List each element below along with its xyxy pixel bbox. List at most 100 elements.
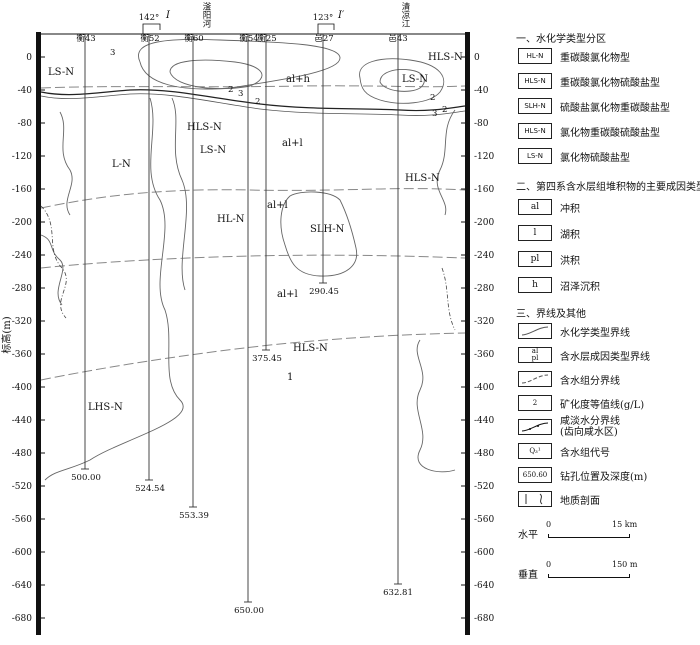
borehole-depth: 553.39 [179, 511, 209, 521]
legend-label: 重碳酸氯化物硫酸盐型 [560, 77, 660, 89]
borehole-name: 衡60 [184, 33, 203, 44]
right-section-mark: I′ [337, 10, 345, 21]
section-brackets [142, 23, 335, 34]
legend-label: 咸淡水分界线(齿向咸水区) [560, 416, 620, 438]
y-tick-label: -360 [12, 350, 32, 360]
legend-swatch [518, 371, 552, 387]
legend-item: HLS-N 重碳酸氯化物硫酸盐型 [518, 72, 660, 90]
legend-label: 水化学类型界线 [560, 327, 630, 339]
legend-swatch [518, 323, 552, 339]
aquifer-boundaries [40, 85, 466, 381]
y-tick-label: 0 [474, 53, 480, 63]
zone-label: al+l [282, 138, 303, 149]
borehole-depth: 500.00 [71, 473, 101, 483]
river-left-label: 滏阳河 [201, 1, 211, 27]
legend-label: 地质剖面 [560, 495, 600, 507]
scale-v-zero: 0 [546, 560, 552, 569]
contour-label: 3 [110, 48, 115, 58]
y-tick-label: -80 [18, 119, 33, 129]
legend-item: 咸淡水分界线(齿向咸水区) [518, 416, 620, 438]
legend-swatch: h [518, 277, 552, 293]
zone-label: HL-N [217, 214, 245, 225]
borehole-name: 邑43 [388, 34, 407, 44]
zone-label: HLS-N [293, 343, 328, 354]
legend-swatch: pl [518, 251, 552, 267]
contour-label: 3 [432, 109, 437, 119]
y-tick-label: -360 [474, 350, 494, 360]
y-tick-label: -560 [12, 515, 32, 525]
legend-swatch [518, 419, 552, 435]
scale-h-zero: 0 [546, 520, 552, 529]
y-axis-label: 标高(m) [0, 316, 13, 353]
river-right-label: 清凉江 [400, 1, 410, 28]
legend-label: 沼泽沉积 [560, 281, 600, 293]
zone-label: HLS-N [405, 173, 440, 184]
y-tick-label: -520 [12, 482, 32, 492]
y-tick-label: -600 [474, 548, 494, 558]
zone-label: LHS-N [88, 402, 123, 413]
zone-label: SLH-N [310, 224, 345, 235]
zone-label: LS-N [402, 74, 428, 85]
legend-swatch: HLS-N [518, 73, 552, 89]
legend-swatch: al [518, 199, 552, 215]
scale-h-value: 15 km [612, 520, 638, 529]
y-tick-label: -80 [474, 119, 489, 129]
legend-swatch [518, 491, 552, 507]
legend-label: 矿化度等值线(g/L) [560, 399, 645, 411]
y-tick-label: -440 [474, 416, 494, 426]
contour-label: 2 [430, 93, 435, 103]
contour-label: 3 [238, 89, 243, 99]
zone-label: al+l [267, 200, 288, 211]
contour-label: 2 [255, 97, 260, 107]
y-tick-label: -320 [12, 317, 32, 327]
borehole-name: 邑27 [314, 34, 333, 44]
borehole-name: 衡52 [140, 33, 159, 44]
y-tick-label: -200 [12, 218, 32, 228]
legend-label: 钻孔位置及深度(m) [560, 471, 648, 483]
left-frame-bar [36, 32, 41, 635]
left-section-mark: I [165, 10, 171, 21]
legend-label: 湖积 [560, 229, 580, 241]
zone-label: al+l [277, 289, 298, 300]
y-tick-label: -280 [474, 284, 494, 294]
borehole-depth: 375.45 [252, 354, 282, 364]
legend-swatch: HLS-N [518, 123, 552, 139]
y-tick-label: -320 [474, 317, 494, 327]
scale-h-bar [548, 534, 630, 538]
borehole-depth: 524.54 [135, 484, 165, 494]
boreholes: 衡43500.00衡52524.54衡60553.39衡54650.00衡253… [71, 33, 413, 616]
right-frame-bar [465, 32, 470, 635]
zone-label: L-N [112, 159, 131, 170]
y-tick-label: -280 [12, 284, 32, 294]
y-axis-left: 0-40-80-120-160-200-240-280-320-360-400-… [12, 53, 45, 624]
scale-v-bar [548, 574, 630, 578]
zone-label: 1 [287, 372, 293, 383]
legend-swatch: Q₃¹ [518, 443, 552, 459]
vertical-scale: 垂直 [518, 566, 538, 581]
contour-label: 2 [442, 105, 447, 115]
y-tick-label: -40 [474, 86, 489, 96]
legend-item: 地质剖面 [518, 490, 600, 508]
borehole-name: 衡54 [239, 33, 258, 44]
legend-swatch: HL-N [518, 48, 552, 64]
legend-label: 含水层成因类型界线 [560, 351, 650, 363]
legend-label: 冲积 [560, 203, 580, 215]
y-tick-label: -240 [474, 251, 494, 261]
y-tick-label: 0 [26, 53, 32, 63]
zone-label: al+h [286, 74, 311, 85]
zone-label: LS-N [200, 145, 226, 156]
zone-label: LS-N [48, 67, 74, 78]
hydrochemical-boundaries [40, 38, 456, 481]
borehole-name: 衡25 [257, 33, 276, 44]
y-tick-label: -160 [474, 185, 494, 195]
legend-label: 硫酸盐氯化物重碳酸盐型 [560, 102, 670, 114]
